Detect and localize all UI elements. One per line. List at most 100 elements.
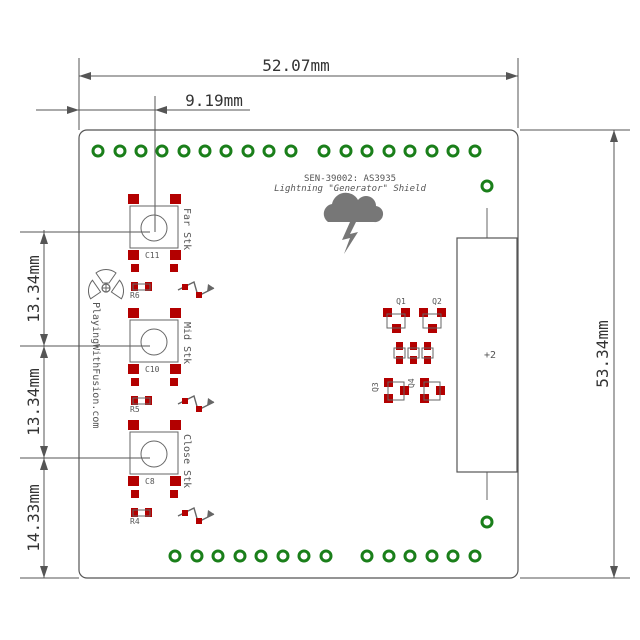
button-pad xyxy=(128,364,139,374)
res-pad xyxy=(131,396,138,405)
header-via xyxy=(284,144,298,158)
button-actuator xyxy=(140,214,168,242)
header-via xyxy=(403,144,417,158)
spacing-3-label: 14.33mm xyxy=(24,484,43,551)
res-pad xyxy=(145,396,152,405)
button-name: Close Stk xyxy=(181,434,192,488)
spacing-2-label: 13.34mm xyxy=(24,368,43,435)
header-via xyxy=(446,549,460,563)
button-pad xyxy=(170,364,181,374)
height-dimension: 53.34mm xyxy=(520,129,630,579)
cap-label: C11 xyxy=(145,251,160,260)
header-via xyxy=(198,144,212,158)
header-via xyxy=(211,549,225,563)
button-body xyxy=(129,319,179,363)
header-via xyxy=(113,144,127,158)
res-body xyxy=(132,397,151,405)
header-via xyxy=(134,144,148,158)
cap-pad xyxy=(131,378,139,386)
res-body xyxy=(132,509,151,517)
button-pad xyxy=(170,308,181,318)
button-name: Mid Stk xyxy=(181,322,192,364)
q2-label: Q2 xyxy=(432,297,442,306)
res-label: R6 xyxy=(130,291,140,300)
lightning-bolt-icon xyxy=(177,506,215,524)
spacing-1-label: 13.34mm xyxy=(24,255,43,322)
button-pad xyxy=(170,250,181,260)
cap-pad xyxy=(170,378,178,386)
q3-label: Q3 xyxy=(371,382,380,392)
button-pad xyxy=(128,194,139,204)
offset-dimension: 9.19mm xyxy=(36,91,250,232)
header-via xyxy=(219,144,233,158)
header-via xyxy=(382,144,396,158)
lightning-bolt-icon xyxy=(177,280,215,298)
header-via xyxy=(168,549,182,563)
cap-pad xyxy=(170,490,178,498)
button-actuator xyxy=(140,440,168,468)
radiation-logo-icon xyxy=(88,269,124,300)
button-actuator xyxy=(140,328,168,356)
header-via xyxy=(317,144,331,158)
button-pad xyxy=(128,250,139,260)
button-pad xyxy=(128,476,139,486)
header-via xyxy=(425,144,439,158)
cloud-lightning-icon xyxy=(323,192,384,254)
res-pad xyxy=(145,508,152,517)
button-name: Far Stk xyxy=(181,208,192,250)
header-via xyxy=(446,144,460,158)
header-via xyxy=(155,144,169,158)
coil-label: +2 xyxy=(484,350,496,361)
cap-pad xyxy=(131,264,139,272)
button-pad xyxy=(170,476,181,486)
res-label: R5 xyxy=(130,405,140,414)
header-via xyxy=(297,549,311,563)
width-dimension-label: 52.07mm xyxy=(262,56,329,75)
res-body xyxy=(132,283,151,291)
q4-label: Q4 xyxy=(407,378,416,388)
coil-component: +2 xyxy=(456,208,518,500)
q1-label: Q1 xyxy=(396,297,406,306)
cap-label: C8 xyxy=(145,477,155,486)
button-pad xyxy=(170,420,181,430)
header-via xyxy=(91,144,105,158)
header-via xyxy=(241,144,255,158)
left-dimension-chain: 13.34mm 13.34mm 14.33mm xyxy=(20,230,150,579)
res-pad xyxy=(131,508,138,517)
board-title-line1: SEN-39002: AS3935 xyxy=(304,174,396,184)
width-dimension: 52.07mm xyxy=(78,56,519,128)
header-via xyxy=(339,144,353,158)
header-via xyxy=(360,549,374,563)
button-pad xyxy=(128,420,139,430)
header-via xyxy=(382,549,396,563)
header-via xyxy=(425,549,439,563)
website-label: PlayingWithFusion.com xyxy=(90,302,101,428)
header-via xyxy=(468,549,482,563)
offset-dimension-label: 9.19mm xyxy=(185,91,243,110)
header-via xyxy=(233,549,247,563)
lightning-bolt-icon xyxy=(177,394,215,412)
button-pad xyxy=(128,308,139,318)
board-outline xyxy=(78,129,519,579)
coil-outline xyxy=(456,237,518,473)
top-header-vias xyxy=(91,144,482,158)
button-body xyxy=(129,205,179,249)
bottom-header-vias xyxy=(168,549,482,563)
cap-pad xyxy=(170,264,178,272)
height-dimension-label: 53.34mm xyxy=(593,320,612,387)
res-pad xyxy=(131,282,138,291)
button-pad xyxy=(170,194,181,204)
header-via xyxy=(403,549,417,563)
button-body xyxy=(129,431,179,475)
cap-pad xyxy=(131,490,139,498)
board-title-line2: Lightning "Generator" Shield xyxy=(274,184,426,194)
header-via xyxy=(254,549,268,563)
header-via xyxy=(190,549,204,563)
cap-label: C10 xyxy=(145,365,160,374)
